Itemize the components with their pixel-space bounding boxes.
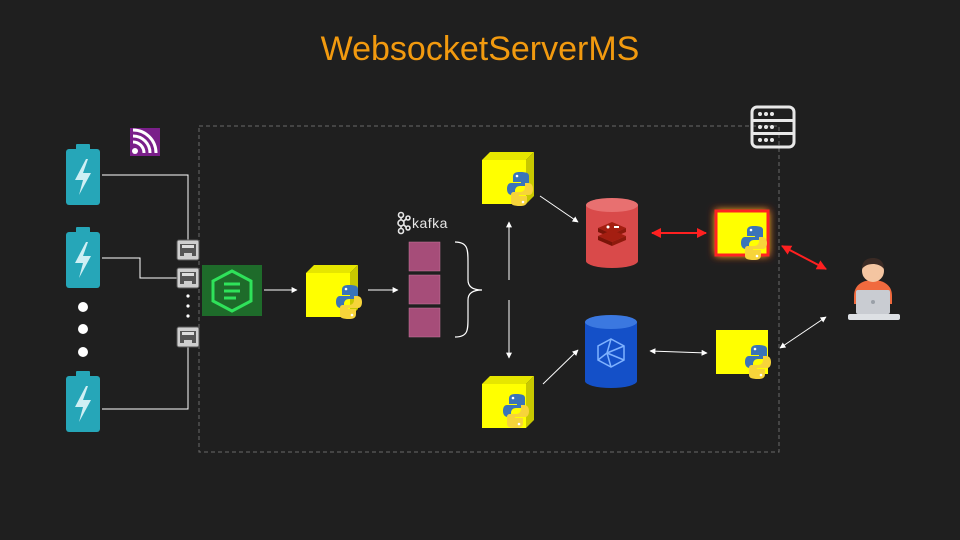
python-service-box (482, 152, 534, 206)
battery-icon (66, 227, 100, 288)
device-connection-lines (102, 174, 189, 410)
kafka-partition (408, 307, 441, 338)
wifi-signal-icon (130, 128, 160, 156)
arrow-service-user (779, 316, 827, 349)
kafka-partition (408, 241, 441, 272)
python-service-box (306, 265, 362, 319)
ethernet-port-icon (176, 239, 200, 261)
arrow-graphdb-service (649, 348, 708, 356)
port-dots (186, 294, 190, 318)
arrow-consumer-to-graphdb (542, 349, 579, 385)
consumer-group-brace (454, 241, 483, 338)
arrow-websocket-user (781, 245, 827, 270)
emqx-broker-icon (202, 265, 262, 316)
python-service-box (716, 330, 771, 379)
arrow-consumer-to-redis (539, 195, 579, 223)
ethernet-port-icon (176, 267, 200, 289)
websocket-server-box (714, 209, 770, 260)
battery-icon (66, 144, 100, 205)
battery-icon (66, 371, 100, 432)
server-rack-icon (750, 105, 796, 149)
user-laptop-icon (848, 258, 900, 320)
python-service-box (482, 376, 534, 428)
kafka-logo-icon (397, 211, 411, 235)
diagram-title: WebsocketServerMS (320, 30, 640, 68)
kafka-label: kafka (412, 215, 448, 231)
kafka-partition (408, 274, 441, 305)
redis-database-icon (586, 198, 638, 268)
kafka-topic-partitions (408, 241, 441, 338)
ethernet-port-icon (176, 326, 200, 348)
deployment-boundary (198, 125, 780, 453)
more-devices-dots (78, 302, 88, 357)
graph-database-icon (585, 315, 637, 388)
